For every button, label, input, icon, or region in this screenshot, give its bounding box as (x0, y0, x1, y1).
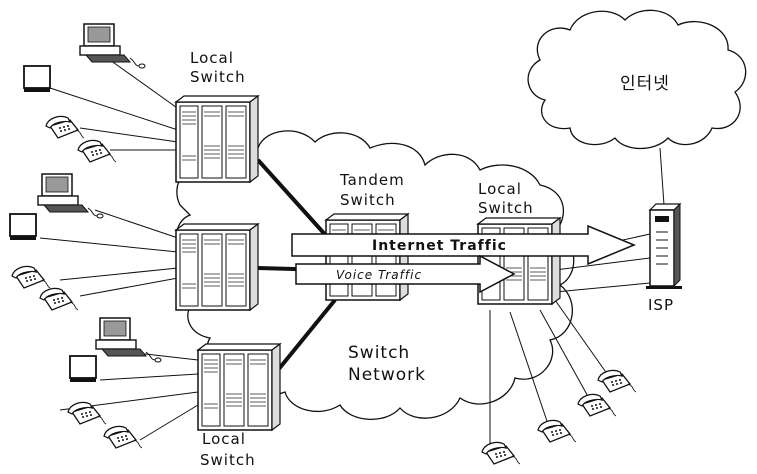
desktop-computer-icon (95, 317, 162, 363)
telephone-icon (577, 393, 617, 417)
laptop-icon (9, 213, 37, 241)
telephone-icon (537, 419, 577, 443)
telephone-icon (597, 369, 637, 393)
internet-traffic-arrow (291, 224, 636, 266)
local-switch-bottom-label-1: Local (202, 430, 246, 448)
desktop-computer-icon (37, 173, 104, 219)
tandem-switch-label-1: Tandem (339, 171, 405, 189)
telephone-icon (45, 115, 85, 139)
isp-server-icon (646, 202, 682, 289)
tandem-switch-label-2: Switch (340, 191, 396, 209)
telephone-icon (11, 265, 51, 289)
switch-network-label-1: Switch (348, 343, 410, 363)
local-switch-bottom-label-2: Switch (200, 451, 256, 469)
internet-cloud-label: 인터넷 (620, 74, 670, 94)
laptop-icon (69, 355, 97, 383)
laptop-icon (23, 65, 51, 93)
local-switch-bottom-icon (197, 343, 281, 431)
local-switch-top-label-1: Local (190, 49, 234, 67)
telephone-icon (77, 139, 117, 163)
isp-label: ISP (648, 296, 674, 314)
telephone-icon (481, 441, 521, 465)
telephone-icon (67, 401, 107, 425)
tandem-switch-icon (325, 213, 409, 301)
voice-traffic-arrow (295, 254, 516, 294)
voice-traffic-label: Voice Traffic (336, 268, 422, 282)
internet-cloud (527, 9, 747, 150)
telephone-icon (103, 425, 143, 449)
local-switch-right-label-1: Local (478, 180, 522, 198)
local-switch-top-label-2: Switch (190, 68, 246, 86)
telephone-icon (39, 287, 79, 311)
desktop-computer-icon (79, 23, 146, 69)
local-switch-middle-icon (175, 223, 259, 311)
switch-network-label-2: Network (348, 365, 426, 385)
local-switch-top-icon (175, 95, 259, 183)
internet-traffic-label: Internet Traffic (372, 238, 507, 254)
local-switch-right-label-2: Switch (478, 199, 534, 217)
